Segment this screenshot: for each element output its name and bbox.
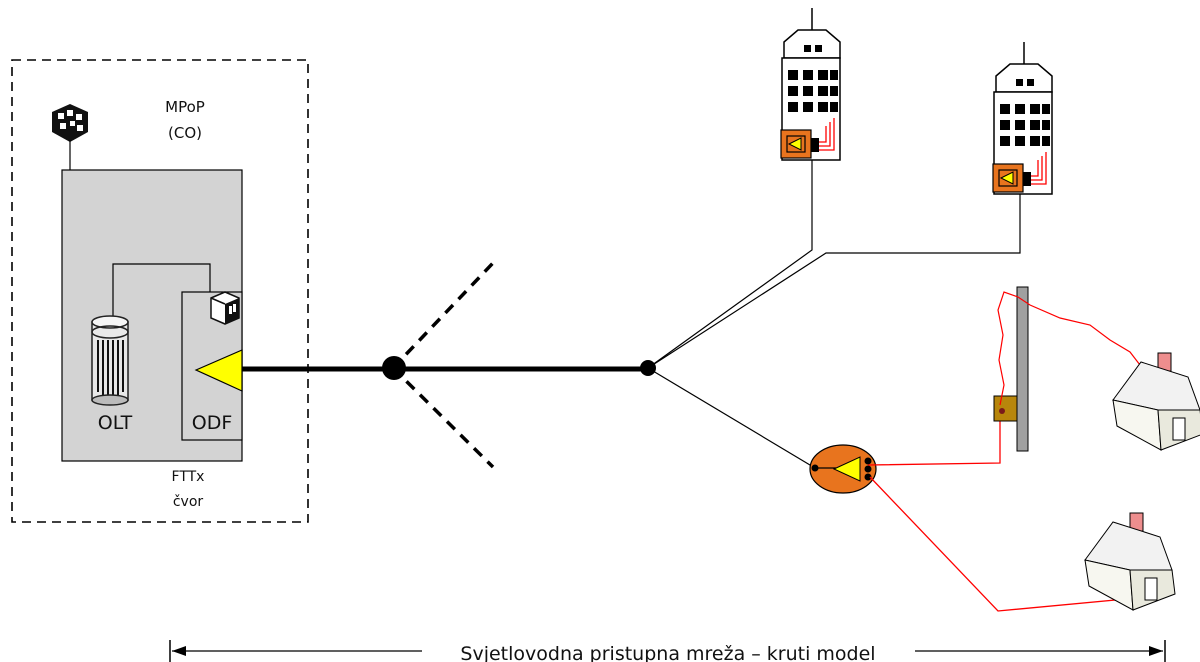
building-icon: [780, 8, 841, 161]
odf-device-icon: [210, 291, 240, 325]
drop-cable-building-1: [647, 160, 813, 369]
olt-label: OLT: [98, 412, 133, 434]
cvor-label: čvor: [173, 494, 204, 510]
network-extent-arrow: [169, 640, 1166, 662]
aerial-drop-cable: [997, 291, 1141, 406]
splice-closure-icon: [809, 444, 877, 494]
cable-to-closure: [647, 367, 816, 469]
house-icon: [1084, 512, 1176, 611]
red-drop-to-house-2: [869, 476, 1116, 612]
co-label: (CO): [168, 124, 202, 142]
olt-chassis-icon: [91, 315, 129, 406]
mpop-label: MPoP: [165, 98, 205, 116]
mpop-boundary: [11, 59, 309, 523]
fttx-label: FTTx: [172, 469, 205, 485]
house-icon: [1112, 352, 1200, 451]
dashed-branch-down: [391, 366, 495, 469]
drop-cable-building-2: [647, 192, 1021, 369]
pole-icon: [993, 286, 1029, 452]
dashed-branch-up: [391, 261, 495, 370]
odf-label: ODF: [192, 412, 233, 434]
server-icon: [52, 104, 88, 142]
splice-joint: [382, 356, 406, 380]
red-drop-to-pole: [867, 413, 1001, 466]
network-caption: Svjetlovodna pristupna mreža – kruti mod…: [460, 643, 875, 662]
building-icon: [992, 42, 1053, 195]
